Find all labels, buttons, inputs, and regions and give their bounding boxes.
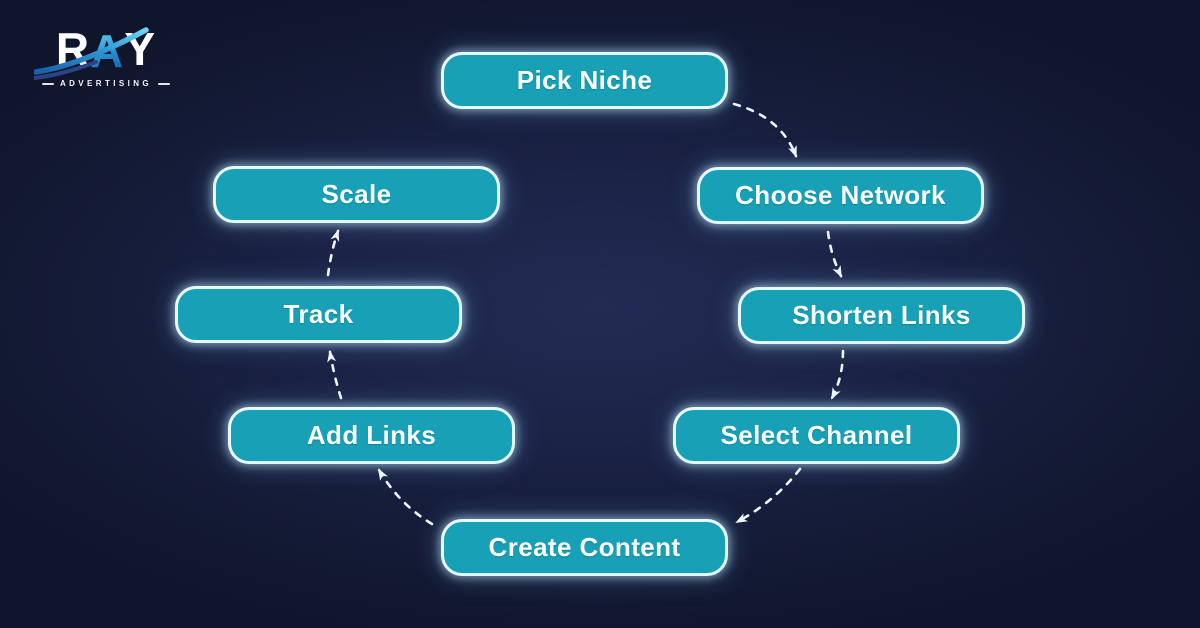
arrow-select-channel-to-create-content: [735, 467, 802, 524]
step-choose-network: Choose Network: [697, 167, 984, 224]
step-select-channel: Select Channel: [673, 407, 960, 464]
logo-subtitle-row: ADVERTISING: [40, 79, 172, 88]
step-label-select-channel: Select Channel: [720, 420, 913, 450]
arrow-choose-network-to-shorten-links: [826, 230, 843, 278]
step-add-links: Add Links: [228, 407, 515, 464]
arrow-create-content-to-add-links: [377, 468, 434, 526]
arrow-shorten-links-to-select-channel: [830, 349, 845, 400]
logo-letter-r: R: [55, 23, 91, 75]
step-create-content: Create Content: [441, 519, 728, 576]
step-label-scale: Scale: [321, 179, 392, 209]
arrow-pick-niche-to-choose-network: [732, 102, 798, 158]
step-label-create-content: Create Content: [488, 532, 681, 562]
subtitle-right-dash: [158, 82, 171, 85]
step-scale: Scale: [213, 166, 500, 223]
logo-letter-a: A: [90, 25, 125, 77]
logo-letter-y: Y: [124, 23, 157, 75]
step-label-shorten-links: Shorten Links: [792, 300, 971, 330]
step-shorten-links: Shorten Links: [738, 287, 1025, 344]
step-label-pick-niche: Pick Niche: [516, 65, 653, 95]
step-label-track: Track: [283, 299, 354, 329]
logo-subtitle: ADVERTISING: [59, 79, 153, 88]
subtitle-left-dash: [41, 82, 54, 85]
arrow-add-links-to-track: [327, 350, 343, 400]
step-track: Track: [175, 286, 462, 343]
ray-advertising-logo: R A Y ADVERTISING: [34, 23, 172, 110]
logo-wordmark: R A Y: [34, 23, 172, 80]
step-label-choose-network: Choose Network: [735, 180, 946, 210]
step-label-add-links: Add Links: [306, 420, 437, 450]
step-pick-niche: Pick Niche: [441, 52, 728, 109]
arrow-track-to-scale: [326, 229, 340, 277]
